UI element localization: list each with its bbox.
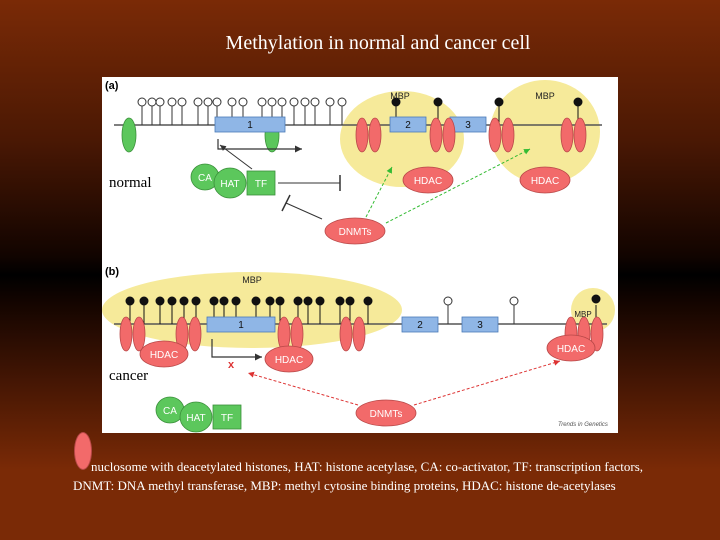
panel-a-label: (a) [105, 80, 119, 92]
dnmt-arrow-a1 [365, 166, 393, 218]
mbp-cloud-right [490, 80, 600, 184]
gene-box-a3-label: 3 [465, 120, 471, 131]
mbp-label-b-right: MBP [574, 310, 591, 319]
dnmts-label-b: DNMTs [370, 409, 403, 420]
hdac-bubble-b3 [546, 334, 596, 362]
methylated-cpg-sites-b [125, 294, 601, 324]
mbp-label-right: MBP [535, 91, 555, 101]
hat-bubble-a [213, 167, 247, 199]
hat-bubble-b [179, 401, 213, 433]
gene-box-b1-label: 1 [238, 320, 244, 331]
hat-label-b: HAT [186, 413, 205, 424]
mbp-cloud-left [340, 91, 464, 187]
figure-credit: Trends in Genetics [558, 422, 608, 428]
unmethylated-cpg-sites-a [137, 97, 347, 125]
legend: nuclosome with deacetylated histones, HA… [73, 457, 673, 495]
activation-arrow-a [219, 144, 253, 170]
hdac-label-a-right: HDAC [531, 176, 559, 187]
tf-label-a: TF [255, 179, 267, 190]
block-mark-b: x [228, 359, 235, 371]
legend-text: nuclosome with deacetylated histones, HA… [73, 459, 644, 493]
gene-box-a2-label: 2 [405, 120, 411, 131]
hdac-bubble-a-left [402, 166, 454, 194]
panel-b-label: (b) [105, 266, 120, 278]
dnmt-block-bar-a [281, 194, 291, 212]
dnmt-arrow-b1 [247, 371, 359, 406]
tf-box-b [212, 404, 242, 430]
hdac-label-b3: HDAC [557, 344, 585, 355]
panel-a: MBP MBP 1 2 3 CA H [114, 80, 602, 245]
gene-box-b2 [401, 316, 439, 333]
methylation-diagram: MBP MBP 1 2 3 CA H [102, 77, 618, 433]
ca-label-a: CA [198, 173, 212, 184]
slide-title: Methylation in normal and cancer cell [225, 32, 531, 54]
gene-box-a2 [389, 116, 427, 133]
hdac-bubble-b2 [264, 345, 314, 373]
unmethylated-cpg-sites-b [443, 296, 519, 324]
cancer-label: cancer [109, 368, 149, 384]
gene-box-a1-label: 1 [247, 120, 253, 131]
hdac-bubble-a-right [519, 166, 571, 194]
ca-label-b: CA [163, 406, 177, 417]
nucleosomes-red-a [355, 117, 587, 153]
nucleosome-green-a1 [121, 117, 137, 153]
dnmt-arrow-a2 [385, 148, 531, 224]
dnmts-label-a: DNMTs [339, 227, 372, 238]
dnmt-arrow-b2 [413, 359, 561, 406]
gene-box-b3 [461, 316, 499, 333]
hdac-bubble-b1 [139, 340, 189, 368]
nucleosomes-red-b [119, 316, 604, 352]
gene-box-a1 [214, 116, 286, 133]
methylated-cpg-sites-a [391, 97, 583, 125]
blocked-transcription-arrow-b [211, 339, 262, 361]
dnmts-bubble-a [324, 217, 386, 245]
dnmt-block-line-a [285, 202, 323, 220]
normal-label: normal [109, 175, 152, 191]
legend-nucleosome-icon [74, 432, 92, 470]
hdac-label-b2: HDAC [275, 355, 303, 366]
hdac-label-b1: HDAC [150, 350, 178, 361]
tf-box-a [246, 170, 276, 196]
gene-box-b1 [206, 316, 276, 333]
hdac-label-a-left: HDAC [414, 176, 442, 187]
panel-b: MBP [102, 272, 615, 433]
mbp-label-top: MBP [242, 275, 262, 285]
gene-box-b3-label: 3 [477, 320, 483, 331]
hat-label-a: HAT [220, 179, 239, 190]
mbp-label-left: MBP [390, 91, 410, 101]
transcription-arrow-a [217, 139, 302, 153]
tf-label-b: TF [221, 413, 233, 424]
gene-box-b2-label: 2 [417, 320, 423, 331]
dnmts-bubble-b [355, 399, 417, 427]
